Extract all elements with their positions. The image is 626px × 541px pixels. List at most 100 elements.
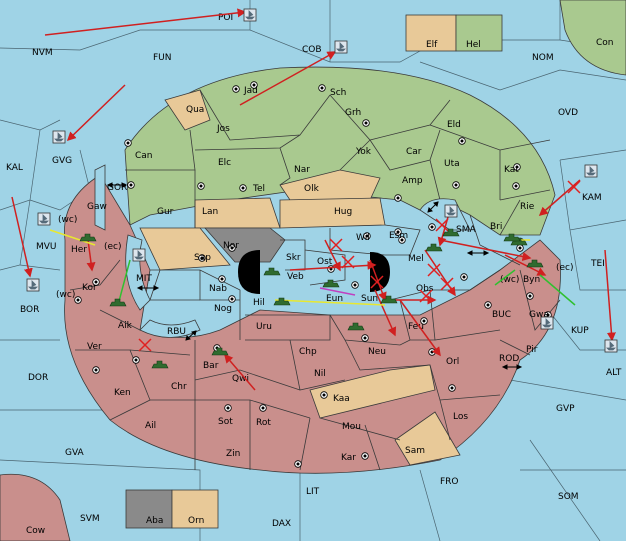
units xyxy=(26,8,618,369)
hold-x-marker xyxy=(341,255,355,269)
supply-centers xyxy=(74,81,552,468)
sea-label: ALT xyxy=(606,368,622,378)
land-label: Ail xyxy=(145,421,156,431)
sea-label: POI xyxy=(218,13,233,23)
land-label: Mou xyxy=(342,422,361,432)
supply-center-dot xyxy=(454,183,458,187)
hold-x-marker xyxy=(138,338,152,352)
land-label: Sch xyxy=(330,88,346,98)
supply-center-dot xyxy=(363,454,367,458)
land-label: Kaa xyxy=(333,394,350,404)
hold-markers xyxy=(138,180,581,352)
region-kaa[interactable] xyxy=(309,364,436,419)
sea-label: FRO xyxy=(440,477,459,487)
hold-x-marker xyxy=(435,218,449,232)
supply-center-dot xyxy=(252,83,256,87)
land-label: Obs xyxy=(416,284,434,294)
supply-center-dot xyxy=(134,358,138,362)
army-token[interactable] xyxy=(347,322,365,331)
land-label: Nog xyxy=(214,304,232,314)
supply-center-dot xyxy=(241,186,245,190)
supply-center-dot xyxy=(515,165,519,169)
army-token[interactable] xyxy=(526,259,544,268)
sea-label: RBU xyxy=(167,327,186,337)
army-token[interactable] xyxy=(79,233,97,242)
land-label: Hug xyxy=(334,207,352,217)
land-label: Ver xyxy=(87,342,102,352)
army-token[interactable] xyxy=(151,360,169,369)
region-cow[interactable] xyxy=(0,473,71,541)
land-label: Kor xyxy=(82,283,97,293)
region-sam[interactable] xyxy=(394,411,461,466)
land-label: Pir xyxy=(526,345,538,355)
box-aba[interactable] xyxy=(125,489,173,529)
box-orn[interactable] xyxy=(171,489,219,529)
sea-label: DOR xyxy=(28,373,48,383)
land-label: Can xyxy=(135,151,153,161)
region-sap[interactable] xyxy=(139,227,231,271)
region-nor[interactable] xyxy=(204,227,286,263)
sea-label: SOM xyxy=(558,492,579,502)
land-label: Lan xyxy=(202,207,218,217)
land-label: Ost xyxy=(317,257,333,267)
sea-label: NVM xyxy=(32,48,53,58)
land-label: Feu xyxy=(408,322,424,332)
sea-label: MIT xyxy=(136,274,152,284)
sea-label: (ec) xyxy=(556,263,574,273)
hold-x-marker xyxy=(419,289,433,303)
supply-center-dot xyxy=(460,139,464,143)
fleet-icon xyxy=(245,10,255,20)
sea-label: GVA xyxy=(65,448,85,458)
supply-center-dot xyxy=(430,225,434,229)
army-token[interactable] xyxy=(211,347,229,356)
sea-label: KUP xyxy=(571,326,589,336)
supply-center-dot xyxy=(76,298,80,302)
land-label: Her xyxy=(71,245,87,255)
land-label: Qua xyxy=(186,105,204,115)
fleet-icon xyxy=(54,132,64,142)
army-token[interactable] xyxy=(263,267,281,276)
hold-x-marker xyxy=(567,180,581,194)
passage-arrows xyxy=(106,182,523,370)
land-label: Skr xyxy=(286,253,301,263)
lake-rbu xyxy=(139,319,201,338)
sea-label: Cow xyxy=(26,526,45,536)
sea-label: TEI xyxy=(590,259,605,269)
sea-label: DAX xyxy=(272,519,291,529)
sea-label: COB xyxy=(302,45,322,55)
sea-label: (wc) xyxy=(58,215,77,225)
region-olk[interactable] xyxy=(279,169,381,201)
army-token[interactable] xyxy=(322,279,340,288)
land-label: Esm xyxy=(389,231,408,241)
box-hel[interactable] xyxy=(455,14,503,52)
land-label: Sam xyxy=(405,446,425,456)
land-label: Aik xyxy=(118,321,133,331)
supply-center-dot xyxy=(450,386,454,390)
supply-center-dot xyxy=(363,336,367,340)
land-label: Tel xyxy=(252,184,265,194)
land-label: Zin xyxy=(226,449,240,459)
supply-center-dot xyxy=(129,183,133,187)
army-token[interactable] xyxy=(425,243,443,252)
army-token[interactable] xyxy=(380,295,398,304)
box-elf[interactable] xyxy=(405,14,457,52)
region-qua[interactable] xyxy=(164,89,211,131)
sea-label: ROD xyxy=(499,354,519,364)
land-label: Eld xyxy=(447,120,461,130)
land-label: Nil xyxy=(314,369,326,379)
land-label: Amp xyxy=(402,176,423,186)
land-label: Yok xyxy=(355,147,372,157)
land-label: Olk xyxy=(304,184,320,194)
army-token[interactable] xyxy=(503,233,521,242)
land-label: Hil xyxy=(253,298,265,308)
region-hug[interactable] xyxy=(279,197,386,229)
land-label: Sap xyxy=(194,253,211,263)
land-label: Orl xyxy=(446,357,459,367)
army-token[interactable] xyxy=(109,298,127,307)
sea-label: KAM xyxy=(582,193,602,203)
army-token[interactable] xyxy=(273,297,291,306)
supply-center-dot xyxy=(199,184,203,188)
land-label: Chp xyxy=(299,347,317,357)
supply-center-dot xyxy=(320,86,324,90)
army-token[interactable] xyxy=(442,228,460,237)
